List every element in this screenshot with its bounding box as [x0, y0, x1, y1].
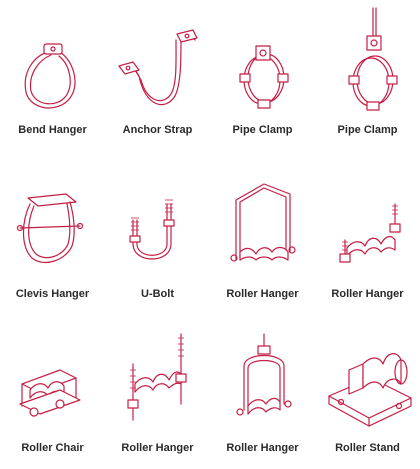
- roller-chair-icon: [19, 369, 81, 417]
- item-label: Pipe Clamp: [232, 124, 293, 136]
- roller-hanger-double-rod-icon: [127, 333, 187, 421]
- item-label: Pipe Clamp: [337, 124, 398, 136]
- pipe-clamp-icon: [239, 45, 289, 109]
- catalog-item-anchor-strap: Anchor Strap: [105, 0, 210, 155]
- item-label: Roller Hanger: [226, 442, 299, 454]
- roller-hanger-frame-icon: [230, 183, 296, 262]
- catalog-item-roller-hanger-bolts: Roller Hanger: [315, 160, 420, 315]
- catalog-item-roller-chair: Roller Chair: [0, 314, 105, 469]
- item-label: U-Bolt: [141, 288, 174, 300]
- bend-hanger-icon: [24, 43, 76, 109]
- item-label: Roller Stand: [335, 442, 400, 454]
- pipe-clamp-rod-icon: [348, 7, 398, 111]
- catalog-item-pipe-clamp-rod: Pipe Clamp: [315, 0, 420, 155]
- item-label: Anchor Strap: [122, 124, 193, 136]
- roller-hanger-loop-icon: [236, 333, 292, 416]
- u-bolt-icon: [129, 199, 175, 260]
- catalog-item-roller-hanger-frame: Roller Hanger: [210, 160, 315, 315]
- catalog-item-clevis-hanger: Clevis Hanger: [0, 160, 105, 315]
- item-label: Roller Hanger: [226, 288, 299, 300]
- catalog-item-roller-hanger-loop: Roller Hanger: [210, 314, 315, 469]
- item-label: Roller Chair: [21, 442, 84, 454]
- catalog-item-roller-stand: Roller Stand: [315, 314, 420, 469]
- item-label: Clevis Hanger: [15, 288, 90, 300]
- catalog-item-bend-hanger: Bend Hanger: [0, 0, 105, 155]
- roller-hanger-bolts-icon: [339, 203, 401, 263]
- catalog-item-u-bolt: U-Bolt: [105, 160, 210, 315]
- anchor-strap-icon: [118, 29, 198, 106]
- item-label: Roller Hanger: [331, 288, 404, 300]
- catalog-item-pipe-clamp: Pipe Clamp: [210, 0, 315, 155]
- roller-stand-icon: [328, 353, 412, 427]
- item-label: Roller Hanger: [121, 442, 194, 454]
- clevis-hanger-icon: [16, 193, 84, 263]
- item-label: Bend Hanger: [18, 124, 87, 136]
- catalog-item-roller-hanger-double-rod: Roller Hanger: [105, 314, 210, 469]
